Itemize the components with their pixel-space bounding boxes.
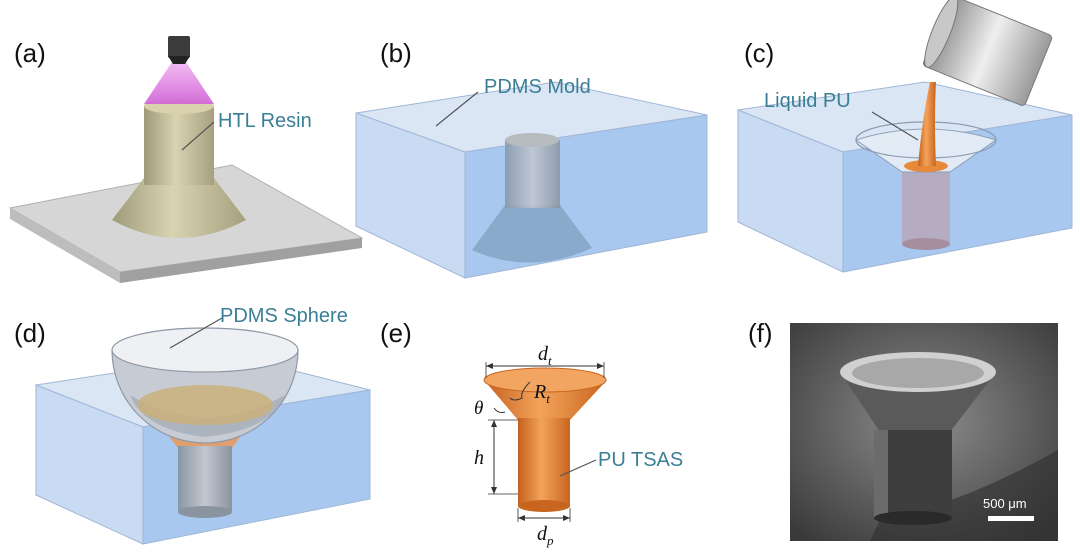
- callout-pu-tsas: PU TSAS: [598, 449, 684, 471]
- callout-liquid-pu: Liquid PU: [764, 90, 851, 112]
- stem-d-bottom: [178, 506, 232, 518]
- resin-cylinder: [144, 105, 214, 185]
- mold-left-c: [737, 109, 844, 273]
- callout-line-a: [181, 121, 215, 151]
- dt-arrow-right: [597, 363, 604, 369]
- panel-label-a: (a): [14, 38, 46, 68]
- tsas-stem-bottom: [518, 500, 570, 512]
- scale-bar: [988, 516, 1034, 521]
- h-arrow-bottom: [491, 487, 497, 494]
- mold-cavity-cylinder: [505, 140, 560, 208]
- sphere-rim: [111, 327, 299, 373]
- dt-arrow-left: [486, 363, 493, 369]
- sphere-shading: [130, 395, 285, 437]
- mold-left-d: [35, 384, 144, 545]
- callout-line-e: [559, 459, 597, 477]
- sem-stem-highlight: [874, 430, 888, 518]
- callout-pdms-mold: PDMS Mold: [484, 76, 591, 98]
- projector-nozzle: [168, 36, 190, 58]
- symbol-theta: θ: [474, 398, 483, 419]
- theta-arc: [493, 407, 506, 413]
- panel-label-b: (b): [380, 38, 412, 68]
- funnel-stem: [902, 170, 950, 244]
- pu-fill-d: [137, 385, 273, 425]
- pu-stream: [918, 82, 936, 166]
- callout-line-c: [871, 111, 919, 141]
- panel-a-illustration: [8, 36, 364, 283]
- tsas-cap-top: [483, 367, 607, 393]
- sem-cap-inner: [852, 358, 984, 388]
- panel-label-c: (c): [744, 38, 775, 68]
- funnel-stem-bottom: [902, 238, 950, 250]
- panel-d-illustration: [34, 317, 371, 545]
- symbol-rt: Rt: [533, 381, 550, 406]
- projector-tip: [168, 56, 190, 64]
- callout-line-b: [435, 91, 479, 127]
- resin-cone-base: [112, 178, 246, 238]
- panel-b-illustration: [355, 81, 708, 279]
- pouring-beaker: [923, 0, 1053, 106]
- panel-label-d: (d): [14, 318, 46, 348]
- sem-stem-bottom: [874, 511, 952, 525]
- panel-label-f: (f): [748, 318, 773, 348]
- dp-arrow-left: [518, 515, 525, 521]
- dp-arrow-right: [563, 515, 570, 521]
- tsas-stem: [518, 418, 570, 506]
- callout-pdms-sphere: PDMS Sphere: [220, 305, 348, 327]
- substrate-front: [120, 238, 362, 283]
- rt-curve: [509, 381, 531, 401]
- panel-label-e: (e): [380, 318, 412, 348]
- panel-e-illustration: dt Rt θ h dp: [474, 343, 607, 548]
- symbol-dt: dt: [538, 343, 552, 368]
- symbol-dp: dp: [537, 523, 554, 548]
- stem-d: [178, 446, 232, 512]
- scale-bar-label: 500 μm: [983, 496, 1027, 511]
- substrate-left: [10, 208, 120, 283]
- mold-left: [355, 112, 466, 279]
- callout-line-d: [169, 317, 223, 349]
- symbol-h: h: [474, 447, 484, 469]
- panel-f-sem-image: [790, 323, 1058, 541]
- callout-htl-resin: HTL Resin: [218, 110, 312, 132]
- h-arrow-top: [491, 420, 497, 427]
- light-beam: [144, 62, 214, 104]
- panel-c-illustration: [736, 0, 1073, 273]
- mold-cavity-top: [505, 133, 559, 147]
- mold-cavity-cone: [472, 205, 592, 263]
